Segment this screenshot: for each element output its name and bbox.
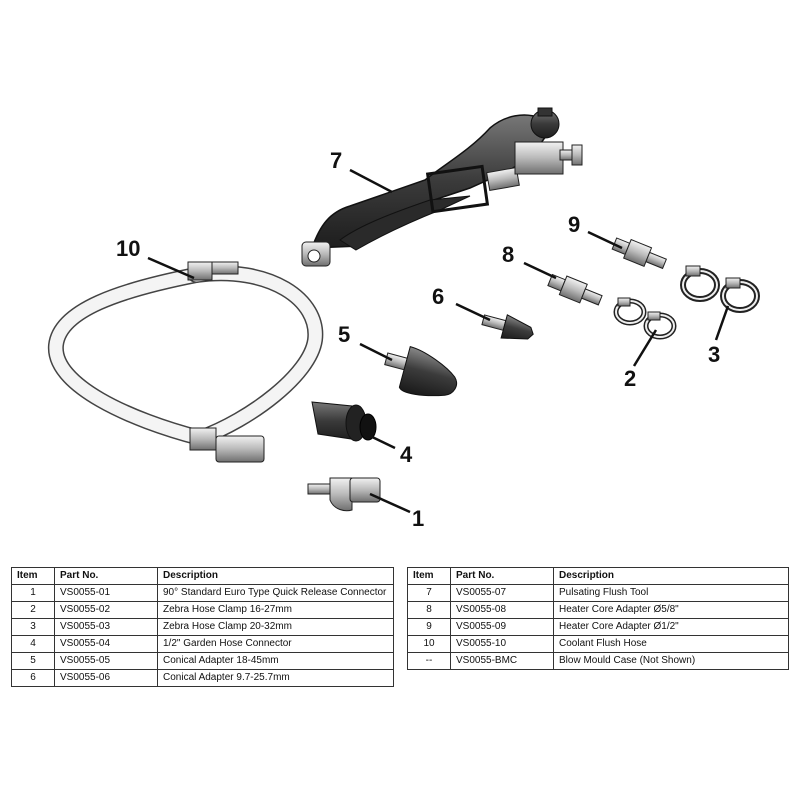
callout-6: 6 [432, 284, 444, 309]
coolant-flush-hose [47, 261, 324, 463]
row-description: Heater Core Adapter Ø5/8" [553, 601, 789, 619]
conical-adapter-small [481, 314, 534, 340]
callout-5: 5 [338, 322, 350, 347]
row-description: Zebra Hose Clamp 20-32mm [157, 618, 394, 636]
row-part-no: VS0055-02 [54, 601, 158, 619]
callout-1: 1 [412, 506, 424, 531]
heater-core-adapter-half-inch [611, 237, 668, 270]
callout-numbers: 7 10 9 8 6 5 4 1 2 3 [116, 148, 720, 531]
row-item: 10 [407, 635, 451, 653]
table-row: 7 VS0055-07 Pulsating Flush Tool [407, 584, 789, 602]
row-description: Conical Adapter 18-45mm [157, 652, 394, 670]
callout-8: 8 [502, 242, 514, 267]
row-item: 7 [407, 584, 451, 602]
row-description: 90° Standard Euro Type Quick Release Con… [157, 584, 394, 602]
table-header-row: Item Part No. Description [11, 567, 394, 585]
row-item: 3 [11, 618, 55, 636]
row-part-no: VS0055-08 [450, 601, 554, 619]
row-description: Coolant Flush Hose [553, 635, 789, 653]
table-row: 2 VS0055-02 Zebra Hose Clamp 16-27mm [11, 601, 394, 619]
header-description: Description [157, 567, 394, 585]
pulsating-flush-tool [301, 107, 583, 267]
row-part-no: VS0055-01 [54, 584, 158, 602]
row-part-no: VS0055-05 [54, 652, 158, 670]
row-description: Blow Mould Case (Not Shown) [553, 652, 789, 670]
row-part-no: VS0055-04 [54, 635, 158, 653]
row-description: Heater Core Adapter Ø1/2" [553, 618, 789, 636]
row-part-no: VS0055-03 [54, 618, 158, 636]
callout-10: 10 [116, 236, 140, 261]
row-item: 2 [11, 601, 55, 619]
table-header-row: Item Part No. Description [407, 567, 789, 585]
header-part-no: Part No. [450, 567, 554, 585]
row-item: 1 [11, 584, 55, 602]
row-part-no: VS0055-10 [450, 635, 554, 653]
row-item: -- [407, 652, 451, 670]
row-item: 8 [407, 601, 451, 619]
callout-7: 7 [330, 148, 342, 173]
row-part-no: VS0055-BMC [450, 652, 554, 670]
header-part-no: Part No. [54, 567, 158, 585]
parts-table-right: Item Part No. Description 7 VS0055-07 Pu… [407, 567, 789, 670]
row-item: 9 [407, 618, 451, 636]
row-item: 6 [11, 669, 55, 687]
zebra-hose-clamp-20-32 [680, 265, 760, 313]
quick-release-connector-90 [307, 477, 381, 512]
callout-2: 2 [624, 366, 636, 391]
table-row: -- VS0055-BMC Blow Mould Case (Not Shown… [407, 652, 789, 670]
row-description: Pulsating Flush Tool [553, 584, 789, 602]
table-row: 4 VS0055-04 1/2" Garden Hose Connector [11, 635, 394, 653]
callout-9: 9 [568, 212, 580, 237]
table-row: 9 VS0055-09 Heater Core Adapter Ø1/2" [407, 618, 789, 636]
table-row: 10 VS0055-10 Coolant Flush Hose [407, 635, 789, 653]
exploded-parts-diagram: 7 10 9 8 6 5 4 1 2 3 [47, 107, 760, 531]
parts-table-left: Item Part No. Description 1 VS0055-01 90… [11, 567, 394, 687]
row-description: Conical Adapter 9.7-25.7mm [157, 669, 394, 687]
row-item: 4 [11, 635, 55, 653]
table-row: 3 VS0055-03 Zebra Hose Clamp 20-32mm [11, 618, 394, 636]
header-description: Description [553, 567, 789, 585]
row-part-no: VS0055-07 [450, 584, 554, 602]
header-item: Item [407, 567, 451, 585]
zebra-hose-clamp-16-27 [613, 297, 677, 340]
leader-lines [147, 168, 730, 514]
header-item: Item [11, 567, 55, 585]
row-item: 5 [11, 652, 55, 670]
heater-core-adapter-five-eighths [547, 273, 603, 306]
conical-adapter-large [384, 345, 458, 397]
callout-3: 3 [708, 342, 720, 367]
row-part-no: VS0055-09 [450, 618, 554, 636]
table-row: 6 VS0055-06 Conical Adapter 9.7-25.7mm [11, 669, 394, 687]
row-part-no: VS0055-06 [54, 669, 158, 687]
row-description: Zebra Hose Clamp 16-27mm [157, 601, 394, 619]
callout-4: 4 [400, 442, 413, 467]
table-row: 8 VS0055-08 Heater Core Adapter Ø5/8" [407, 601, 789, 619]
table-row: 1 VS0055-01 90° Standard Euro Type Quick… [11, 584, 394, 602]
row-description: 1/2" Garden Hose Connector [157, 635, 394, 653]
table-row: 5 VS0055-05 Conical Adapter 18-45mm [11, 652, 394, 670]
